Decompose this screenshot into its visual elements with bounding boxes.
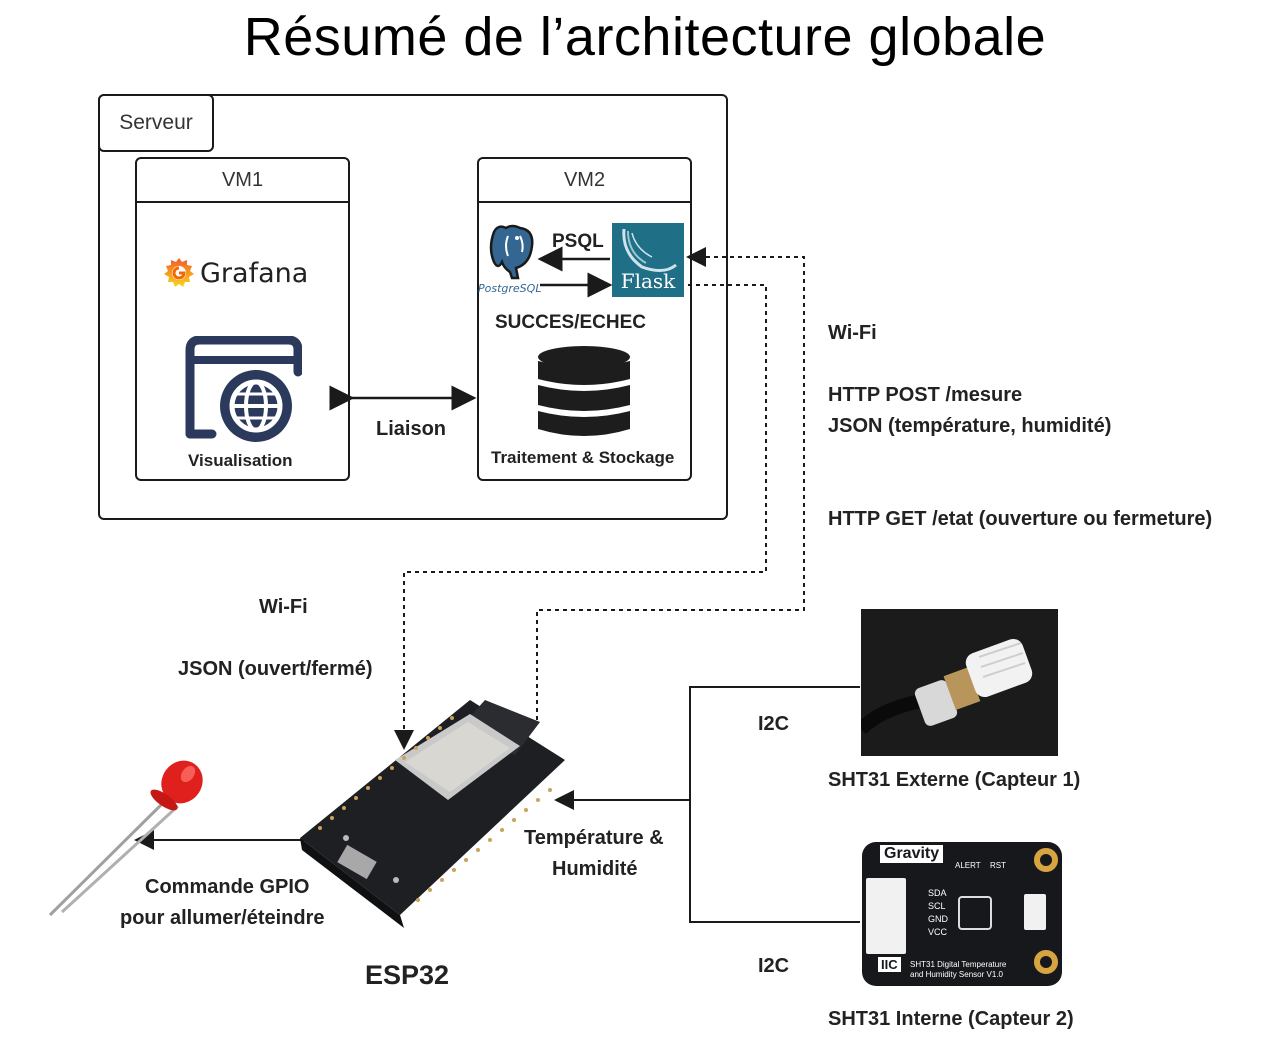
liaison-label: Liaison [376, 418, 447, 440]
sht31-internal-board: Gravity ALERT RST SDA SCL GND VCC IIC SH… [862, 842, 1062, 986]
postgresql-elephant-icon [489, 224, 534, 280]
http-get-label: HTTP GET /etat (ouverture ou fermeture) [828, 508, 1213, 530]
server-label: Serveur [119, 111, 193, 134]
page-title: Résumé de l’architecture globale [243, 7, 1047, 67]
server-label-box: Serveur [98, 94, 214, 152]
i2c-label-1: I2C [758, 713, 790, 735]
vm2-label: VM2 [563, 168, 606, 191]
board-rst: RST [990, 861, 1006, 870]
web-globe-icon [185, 336, 302, 442]
json-state-label: JSON (ouvert/fermé) [178, 658, 373, 680]
json-post-label: JSON (température, humidité) [828, 415, 1112, 437]
status-label: SUCCES/ECHEC [495, 312, 646, 333]
pin-sda: SDA [928, 888, 947, 898]
grafana-label: Grafana [200, 257, 309, 289]
flask-label: Flask [620, 269, 676, 293]
postgresql-label: PostgreSQL [478, 282, 542, 295]
grafana-icon [164, 258, 194, 287]
storage-label: Traitement & Stockage [491, 448, 675, 467]
sensor-chip [958, 896, 992, 930]
psql-label: PSQL [552, 231, 604, 252]
board-desc-2: and Humidity Sensor V1.0 [910, 970, 1003, 979]
i2c-line-sensor2 [689, 800, 860, 923]
database-icon [538, 346, 630, 436]
vm2-header: VM2 [479, 159, 690, 203]
wifi-label-right: Wi-Fi [828, 322, 877, 344]
vm1-header: VM1 [137, 159, 348, 203]
flask-logo: Flask [612, 223, 684, 297]
flask-horn-icon [622, 228, 677, 272]
sensor1-label: SHT31 Externe (Capteur 1) [828, 769, 1081, 791]
temp-hum-label-2: Humidité [552, 858, 638, 880]
board-connector [866, 878, 906, 954]
led-component [48, 760, 203, 917]
sensor2-label: SHT31 Interne (Capteur 2) [828, 1008, 1074, 1030]
address-switch [1024, 894, 1046, 930]
http-post-dotted-link [536, 247, 805, 720]
board-alert: ALERT [955, 861, 981, 870]
temp-hum-label-1: Température & [524, 827, 664, 849]
mounting-hole-bottom [1034, 950, 1058, 974]
esp32-label: ESP32 [365, 960, 450, 990]
mounting-hole-top [1034, 848, 1058, 872]
esp32-board [300, 700, 565, 928]
board-brand: Gravity [880, 845, 944, 863]
gpio-label-1: Commande GPIO [145, 876, 310, 898]
pin-vcc: VCC [928, 927, 948, 937]
external-probe-icon [861, 638, 1033, 735]
board-iic: IIC [878, 957, 901, 972]
visualisation-label: Visualisation [188, 451, 293, 470]
board-desc-1: SHT31 Digital Temperature [910, 960, 1007, 969]
http-get-dotted-link [394, 284, 767, 750]
pin-gnd: GND [928, 914, 948, 924]
http-post-label: HTTP POST /mesure [828, 384, 1023, 406]
wifi-label-left: Wi-Fi [259, 596, 308, 618]
i2c-label-2: I2C [758, 955, 790, 977]
sht31-external-photo [861, 609, 1058, 756]
grafana-logo: Grafana [162, 255, 312, 291]
gpio-label-2: pour allumer/éteindre [120, 907, 325, 929]
i2c-line-sensor1 [689, 686, 860, 800]
pin-scl: SCL [928, 901, 946, 911]
vm1-label: VM1 [221, 168, 264, 191]
